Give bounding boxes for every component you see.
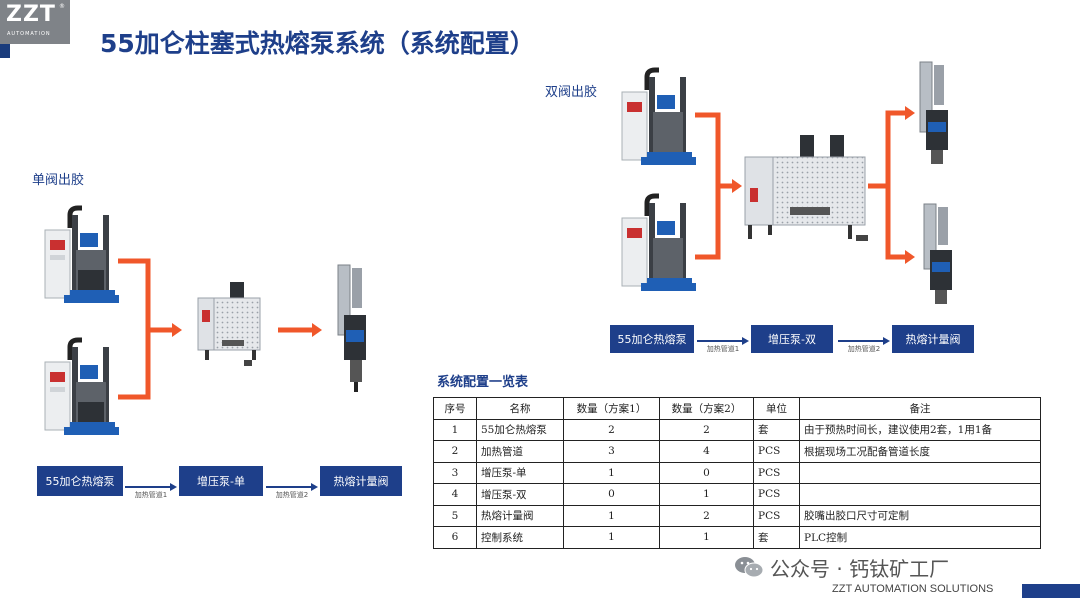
table-row: 6 控制系统 1 1 套 PLC控制 — [433, 526, 1041, 549]
table-row: 4 增压泵-双 0 1 PCS — [433, 483, 1041, 506]
config-table: 序号 名称 数量（方案1） 数量（方案2） 单位 备注 1 55加仑热熔泵 2 … — [433, 397, 1041, 549]
connector-label: 加热管道1 — [706, 345, 740, 353]
connector-label: 加热管道2 — [275, 491, 309, 499]
cell-qty-plan2: 2 — [659, 418, 754, 441]
cell-qty-plan2: 1 — [659, 526, 754, 549]
cell-name: 增压泵-单 — [476, 461, 564, 484]
metering-valve-image — [923, 203, 952, 304]
metering-valve-image — [337, 264, 366, 392]
booster-pump-dual-image — [744, 135, 868, 241]
header-qty-plan1: 数量（方案1） — [563, 397, 660, 420]
header-qty-plan2: 数量（方案2） — [659, 397, 754, 420]
cell-remark: 由于预热时间长，建议使用2套，1用1备 — [799, 418, 1041, 441]
cell-qty-plan1: 1 — [563, 526, 660, 549]
arrow-head — [732, 179, 742, 193]
cell-name: 加热管道 — [476, 440, 564, 463]
logo-registered-mark: ® — [59, 3, 65, 10]
cell-remark: 根据现场工况配备管道长度 — [799, 440, 1041, 463]
table-row: 5 热熔计量阀 1 2 PCS 胶嘴出胶口尺寸可定制 — [433, 504, 1041, 527]
cell-remark — [799, 461, 1041, 484]
arrow-head — [312, 323, 322, 337]
booster-pump-single-image — [197, 282, 261, 366]
cell-qty-plan1: 2 — [563, 418, 660, 441]
cell-name: 控制系统 — [476, 526, 564, 549]
cell-remark — [799, 483, 1041, 506]
flow-box-hot-melt-pump: 55加仑热熔泵 — [37, 466, 123, 496]
metering-valve-image — [919, 61, 948, 164]
flow-box-metering-valve: 热熔计量阀 — [892, 325, 974, 353]
flow-arrow — [695, 112, 732, 260]
footer-text: ZZT AUTOMATION SOLUTIONS — [832, 583, 994, 595]
cell-qty-plan2: 4 — [659, 440, 754, 463]
flow-connector: 加热管道1 — [125, 483, 177, 499]
table-row: 2 加热管道 3 4 PCS 根据现场工况配备管道长度 — [433, 440, 1041, 463]
flow-box-booster-pump: 增压泵-单 — [179, 466, 263, 496]
logo-subtext: AUTOMATION — [7, 31, 51, 37]
cell-index: 2 — [433, 440, 477, 463]
cell-unit: PCS — [753, 483, 800, 506]
hot-melt-pump-image — [621, 67, 696, 165]
table-row: 3 增压泵-单 1 0 PCS — [433, 461, 1041, 484]
table-header-row: 序号 名称 数量（方案1） 数量（方案2） 单位 备注 — [433, 397, 1041, 420]
flow-arrow — [118, 258, 172, 400]
hot-melt-pump-image — [621, 193, 696, 291]
header-index: 序号 — [433, 397, 477, 420]
flow-box-hot-melt-pump: 55加仑热熔泵 — [610, 325, 694, 353]
connector-label: 加热管道2 — [847, 345, 881, 353]
footer-accent-bar — [1022, 584, 1080, 598]
cell-qty-plan2: 0 — [659, 461, 754, 484]
flow-connector: 加热管道2 — [266, 483, 318, 499]
table-title: 系统配置一览表 — [437, 375, 529, 390]
cell-index: 3 — [433, 461, 477, 484]
flow-box-metering-valve: 热熔计量阀 — [320, 466, 402, 496]
wechat-icon — [735, 557, 764, 578]
header-name: 名称 — [476, 397, 564, 420]
flow-box-booster-pump: 增压泵-双 — [751, 325, 833, 353]
connector-label: 加热管道1 — [134, 491, 168, 499]
flow-arrow — [868, 110, 905, 260]
cell-qty-plan1: 1 — [563, 504, 660, 527]
cell-index: 4 — [433, 483, 477, 506]
cell-remark: 胶嘴出胶口尺寸可定制 — [799, 504, 1041, 527]
cell-unit: PCS — [753, 461, 800, 484]
arrow-head — [905, 250, 915, 264]
watermark-text: 公众号 · 钙钛矿工厂 — [770, 557, 950, 581]
cell-qty-plan2: 2 — [659, 504, 754, 527]
left-accent-strip — [0, 44, 10, 58]
flow-connector: 加热管道1 — [697, 337, 749, 353]
dual-valve-label: 双阀出胶 — [545, 85, 598, 100]
arrow-head — [905, 106, 915, 120]
cell-index: 6 — [433, 526, 477, 549]
single-valve-label: 单阀出胶 — [32, 173, 85, 188]
cell-qty-plan1: 0 — [563, 483, 660, 506]
table-row: 1 55加仑热熔泵 2 2 套 由于预热时间长，建议使用2套，1用1备 — [433, 418, 1041, 441]
cell-name: 热熔计量阀 — [476, 504, 564, 527]
cell-unit: 套 — [753, 526, 800, 549]
header-unit: 单位 — [753, 397, 800, 420]
cell-unit: PCS — [753, 440, 800, 463]
cell-qty-plan1: 3 — [563, 440, 660, 463]
cell-index: 1 — [433, 418, 477, 441]
cell-unit: 套 — [753, 418, 800, 441]
arrow-head — [172, 323, 182, 337]
logo: ZZT ® AUTOMATION — [0, 0, 70, 44]
cell-name: 55加仑热熔泵 — [476, 418, 564, 441]
cell-qty-plan1: 1 — [563, 461, 660, 484]
cell-name: 增压泵-双 — [476, 483, 564, 506]
header-remark: 备注 — [799, 397, 1041, 420]
cell-qty-plan2: 1 — [659, 483, 754, 506]
hot-melt-pump-image — [44, 205, 119, 303]
cell-index: 5 — [433, 504, 477, 527]
hot-melt-pump-image — [44, 337, 119, 435]
cell-remark: PLC控制 — [799, 526, 1041, 549]
page-title: 55加仑柱塞式热熔泵系统（系统配置） — [100, 29, 535, 58]
logo-text: ZZT — [6, 2, 56, 27]
flow-connector: 加热管道2 — [838, 337, 890, 353]
cell-unit: PCS — [753, 504, 800, 527]
